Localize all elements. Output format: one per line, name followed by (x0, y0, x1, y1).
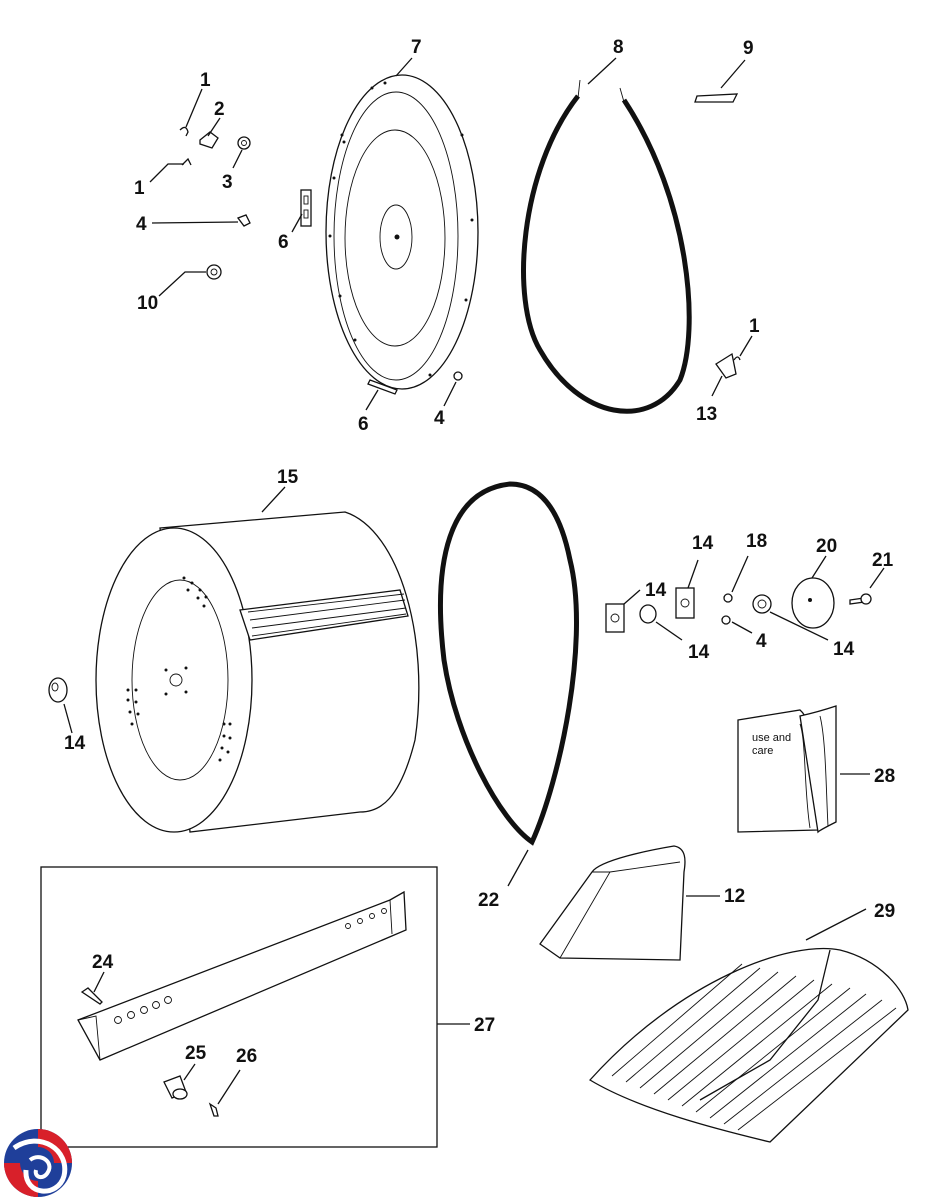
callout-14c: 14 (692, 533, 714, 554)
callout-24: 24 (92, 952, 114, 973)
part-pulley-14e (752, 594, 772, 614)
part-bolt-21 (849, 593, 872, 605)
callout-1a: 1 (200, 70, 211, 91)
part-screw-4 (236, 214, 251, 227)
part-foot-25 (163, 1075, 188, 1100)
callout-18: 18 (746, 531, 767, 552)
part-nut-3 (237, 136, 251, 150)
part-bracket-6b (367, 379, 398, 395)
part-drum-15 (95, 511, 420, 833)
callout-3: 3 (222, 172, 233, 193)
part-clip-9 (694, 93, 739, 103)
part-drive-belt-8 (521, 79, 692, 414)
callout-20: 20 (816, 536, 837, 557)
part-front-bulkhead-7 (325, 74, 479, 390)
part-bracket-2 (199, 131, 219, 149)
callout-14a: 14 (64, 733, 86, 754)
callout-14b: 14 (645, 580, 667, 601)
callout-26: 26 (236, 1046, 257, 1067)
callout-4a: 4 (136, 214, 147, 235)
part-vent-hood-12 (539, 845, 686, 961)
callout-27: 27 (474, 1015, 495, 1036)
part-clip-1 (179, 126, 189, 137)
callout-4c: 4 (756, 631, 767, 652)
part-bracket-13 (715, 352, 737, 379)
part-use-and-care-manual-28: use and care (737, 705, 837, 834)
callout-9: 9 (743, 38, 754, 59)
callout-1c: 1 (749, 316, 760, 337)
callout-22: 22 (478, 890, 499, 911)
callout-6a: 6 (278, 232, 289, 253)
part-screw-4c (721, 615, 731, 625)
part-toe-plate (77, 890, 407, 1061)
callout-28: 28 (874, 766, 895, 787)
part-drum-seal-22 (437, 481, 579, 846)
callout-7: 7 (411, 37, 422, 58)
part-bearing-plate-14b (605, 603, 625, 633)
part-clip-1b (181, 157, 192, 166)
callout-10: 10 (137, 293, 158, 314)
callout-15: 15 (277, 467, 299, 488)
part-clip-1c (733, 356, 741, 361)
part-roller-14a (48, 677, 68, 703)
brand-logo (4, 1129, 72, 1197)
part-bearing-plate-14c (675, 587, 695, 619)
part-roller-14d (639, 604, 657, 624)
callout-25: 25 (185, 1043, 207, 1064)
callout-14d: 14 (688, 642, 710, 663)
callout-29: 29 (874, 901, 895, 922)
part-screw-4b (453, 371, 463, 381)
part-nut-10 (206, 264, 222, 280)
callout-1b: 1 (134, 178, 145, 199)
callout-12: 12 (724, 886, 745, 907)
callout-6b: 6 (358, 414, 369, 435)
part-screw-18 (723, 593, 733, 603)
manual-text-line2: care (752, 745, 773, 757)
part-grille-29 (588, 947, 909, 1143)
part-disk-20 (791, 577, 835, 629)
part-bracket-6a (300, 189, 312, 227)
part-screw-24 (80, 987, 103, 1005)
callout-14e: 14 (833, 639, 855, 660)
kit-box-27 (40, 866, 438, 1148)
callout-2: 2 (214, 99, 225, 120)
callout-21: 21 (872, 550, 894, 571)
callout-4b: 4 (434, 408, 445, 429)
callout-8: 8 (613, 37, 624, 58)
manual-text-line1: use and (752, 732, 791, 744)
part-screw-26 (208, 1102, 219, 1117)
callout-13: 13 (696, 404, 717, 425)
